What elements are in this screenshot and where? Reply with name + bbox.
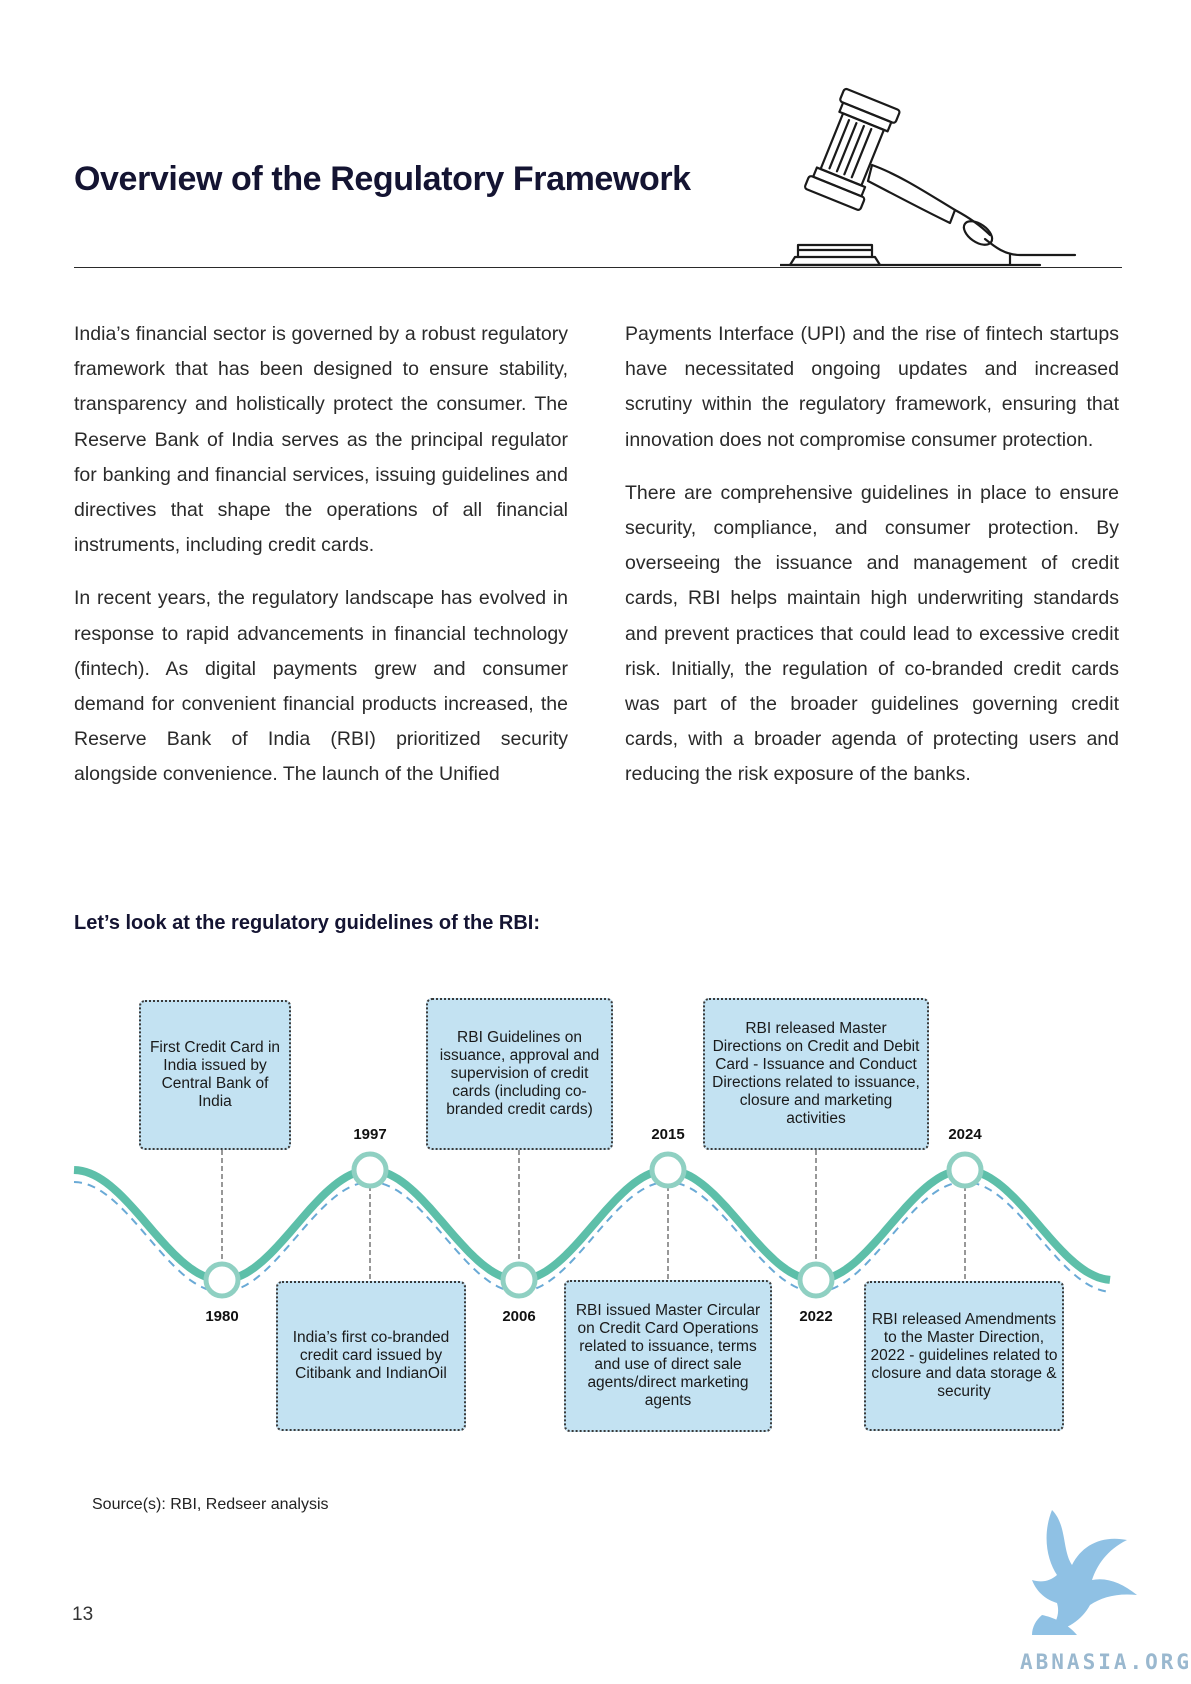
timeline-node	[797, 1261, 835, 1299]
paragraph: Payments Interface (UPI) and the rise of…	[625, 323, 1119, 451]
paragraph: There are comprehensive guidelines in pl…	[625, 481, 1119, 786]
timeline-node	[351, 1151, 389, 1189]
body-column-left: India’s financial sector is governed by …	[74, 317, 568, 811]
body-column-right: Payments Interface (UPI) and the rise of…	[625, 317, 1119, 811]
timeline-event-box: RBI Guidelines on issuance, approval and…	[426, 998, 613, 1150]
timeline-event-box: RBI released Master Directions on Credit…	[703, 998, 929, 1150]
griffin-logo-icon	[1032, 1510, 1137, 1635]
timeline-event-box: RBI issued Master Circular on Credit Car…	[564, 1280, 772, 1432]
timeline-wave	[73, 1150, 1111, 1299]
timeline-event-box: First Credit Card in India issued by Cen…	[139, 1000, 291, 1150]
timeline-main-wave	[73, 1165, 1111, 1285]
timeline-event-box: RBI released Amendments to the Master Di…	[864, 1281, 1064, 1431]
timeline-year: 2006	[502, 1308, 536, 1325]
paragraph: In recent years, the regulatory landscap…	[74, 587, 568, 786]
timeline-node	[500, 1261, 538, 1299]
timeline: 1980 First Credit Card in India issued by…	[0, 990, 1191, 1450]
timeline-year: 1980	[205, 1308, 239, 1325]
timeline-year: 2015	[651, 1126, 685, 1143]
timeline-dashed-wave	[73, 1180, 1111, 1294]
watermark-text: ABNASIA.ORG	[1020, 1650, 1191, 1674]
timeline-year: 1997	[353, 1126, 387, 1143]
timeline-event-box: India’s first co-branded credit card iss…	[276, 1281, 466, 1431]
page-number: 13	[72, 1604, 94, 1625]
timeline-year: 2022	[799, 1308, 833, 1325]
page-title: Overview of the Regulatory Framework	[74, 160, 691, 198]
timeline-node	[649, 1151, 687, 1189]
timeline-heading: Let’s look at the regulatory guidelines …	[74, 912, 540, 934]
timeline-year: 2024	[948, 1126, 982, 1143]
gavel-icon	[780, 87, 1077, 267]
header-divider	[74, 267, 1122, 268]
paragraph: India’s financial sector is governed by …	[74, 323, 568, 557]
timeline-node	[203, 1261, 241, 1299]
source-note: Source(s): RBI, Redseer analysis	[92, 1496, 329, 1513]
timeline-node	[946, 1151, 984, 1189]
